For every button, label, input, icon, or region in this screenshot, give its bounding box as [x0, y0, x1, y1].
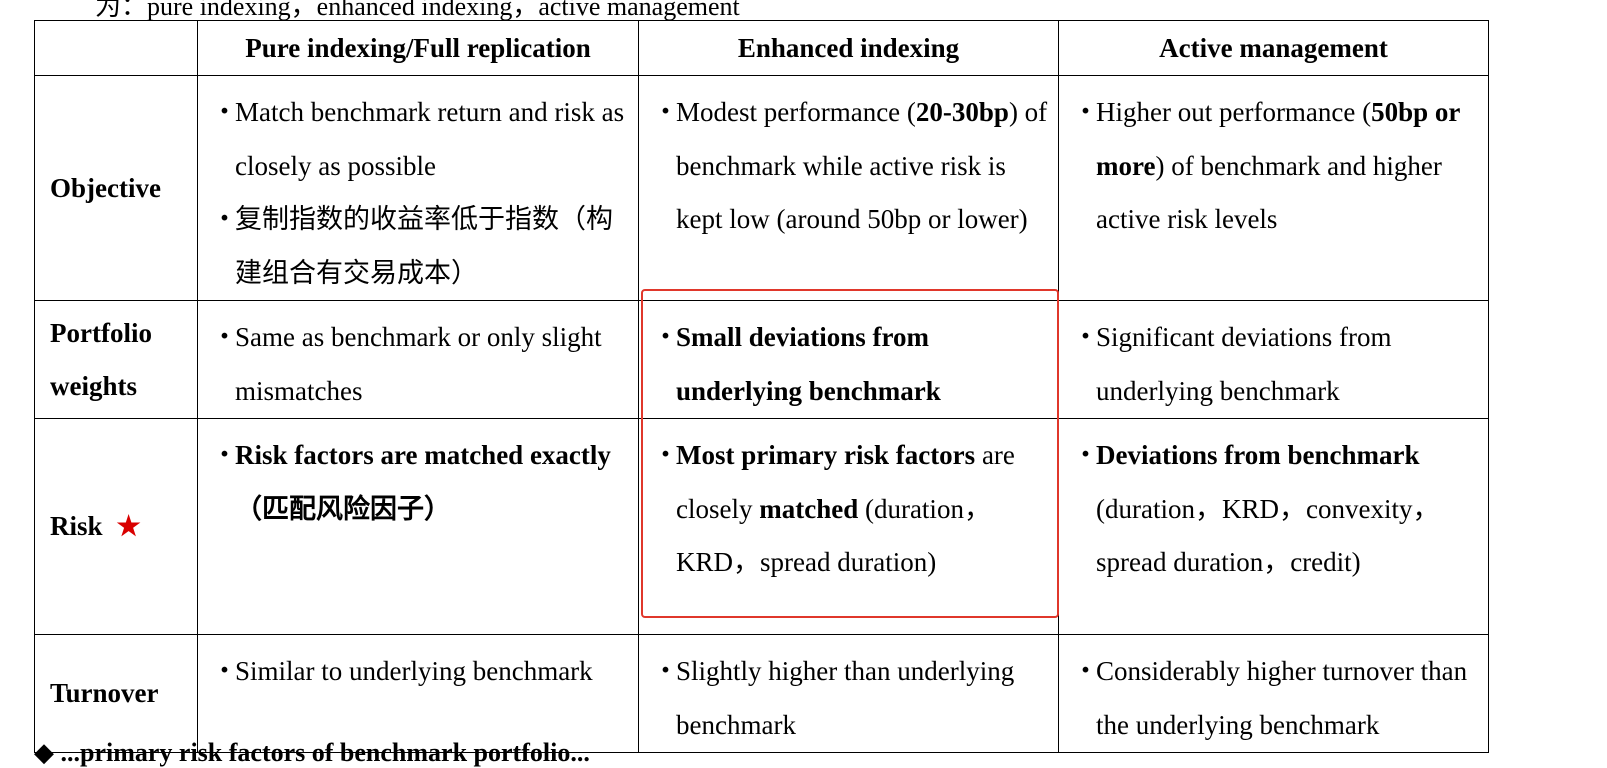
bullet-item: ・Considerably higher turnover than the u… — [1072, 645, 1488, 752]
text-run: Significant deviations from underlying b… — [1096, 322, 1392, 406]
cell-turnover-enhanced: ・Slightly higher than underlying benchma… — [638, 634, 1059, 753]
bullet-text: Modest performance (20-30bp) of benchmar… — [676, 86, 1058, 247]
text-run: Deviations from benchmark — [1096, 440, 1420, 470]
bullet-item: ・Significant deviations from underlying … — [1072, 311, 1488, 418]
row-objective: Objective ・Match benchmark return and ri… — [34, 75, 1489, 301]
bullet-dot: ・ — [652, 322, 679, 352]
bullet-item: ・Same as benchmark or only slight mismat… — [211, 311, 638, 418]
top-partial-text: 为：pure indexing，enhanced indexing，active… — [95, 0, 740, 21]
bullet-dot: ・ — [211, 97, 238, 127]
row-portfolio-weights: Portfolio weights ・Same as benchmark or … — [34, 300, 1489, 419]
text-run: Small deviations from underlying benchma… — [676, 322, 941, 406]
text-run: Slightly higher than underlying benchmar… — [676, 656, 1015, 740]
bullet-item: ・Deviations from benchmark (duration，KRD… — [1072, 429, 1488, 590]
bullet-item: ・Slightly higher than underlying benchma… — [652, 645, 1058, 752]
bullet-text: Considerably higher turnover than the un… — [1096, 645, 1488, 752]
cell-weights-active: ・Significant deviations from underlying … — [1058, 300, 1489, 419]
bullet-dot: ・ — [652, 656, 679, 686]
bullet-text: Slightly higher than underlying benchmar… — [676, 645, 1058, 752]
text-run: (duration，KRD，convexity，spread duration，… — [1096, 493, 1440, 578]
text-run: ) of benchmark and higher active risk le… — [1096, 150, 1442, 235]
bullet-item: ・Modest performance (20-30bp) of benchma… — [652, 86, 1058, 247]
header-pure-indexing: Pure indexing/Full replication — [197, 20, 639, 76]
bullet-item: ・Risk factors are matched exactly（匹配风险因子… — [211, 429, 638, 536]
text-run: are closely — [676, 440, 1015, 524]
bullet-dot: ・ — [1072, 656, 1099, 686]
bullet-text: Small deviations from underlying benchma… — [676, 311, 1058, 418]
row-label-portfolio-weights: Portfolio weights — [34, 300, 198, 419]
text-run: Same as benchmark or only slight mismatc… — [235, 322, 602, 406]
cell-objective-active: ・Higher out performance (50bp or more) o… — [1058, 75, 1489, 301]
cell-risk-pure: ・Risk factors are matched exactly（匹配风险因子… — [197, 418, 639, 635]
strategy-comparison-table: Pure indexing/Full replication Enhanced … — [34, 20, 1489, 753]
cell-objective-pure: ・Match benchmark return and risk as clos… — [197, 75, 639, 301]
bullet-text: Higher out performance (50bp or more) of… — [1096, 86, 1488, 247]
bullet-text: Most primary risk factors are closely ma… — [676, 429, 1058, 590]
bullet-item: ・复制指数的收益率低于指数（构建组合有交易成本） — [211, 193, 638, 300]
cell-risk-enhanced: ・Most primary risk factors are closely m… — [638, 418, 1059, 635]
bullet-dot: ・ — [1072, 322, 1099, 352]
bullet-dot: ・ — [652, 97, 679, 127]
text-run: Risk factors are matched exactly（匹配风险因子） — [235, 440, 611, 524]
text-run: 20-30bp — [915, 97, 1009, 127]
bullet-text: 复制指数的收益率低于指数（构建组合有交易成本） — [235, 193, 638, 300]
bullet-dot: ・ — [211, 204, 238, 234]
bullet-text: Match benchmark return and risk as close… — [235, 86, 638, 193]
row-label-objective: Objective — [34, 75, 198, 301]
bullet-text: Deviations from benchmark (duration，KRD，… — [1096, 429, 1488, 590]
bullet-text: Similar to underlying benchmark — [235, 645, 638, 699]
bullet-dot: ・ — [211, 656, 238, 686]
bullet-item: ・Most primary risk factors are closely m… — [652, 429, 1058, 590]
header-row: Pure indexing/Full replication Enhanced … — [34, 20, 1489, 76]
cell-turnover-active: ・Considerably higher turnover than the u… — [1058, 634, 1489, 753]
bottom-partial-text: ◆ ...primary risk factors of benchmark p… — [34, 738, 590, 767]
bullet-item: ・Similar to underlying benchmark — [211, 645, 638, 699]
bullet-dot: ・ — [652, 440, 679, 470]
row-label-text: Portfolio weights — [50, 317, 152, 401]
bullet-text: Significant deviations from underlying b… — [1096, 311, 1488, 418]
text-run: Most primary risk factors — [676, 440, 976, 470]
cell-weights-pure: ・Same as benchmark or only slight mismat… — [197, 300, 639, 419]
cell-weights-enhanced: ・Small deviations from underlying benchm… — [638, 300, 1059, 419]
cell-turnover-pure: ・Similar to underlying benchmark — [197, 634, 639, 753]
row-label-text: Turnover — [50, 678, 159, 708]
bullet-text: Same as benchmark or only slight mismatc… — [235, 311, 638, 418]
header-enhanced-indexing: Enhanced indexing — [638, 20, 1059, 76]
cell-objective-enhanced: ・Modest performance (20-30bp) of benchma… — [638, 75, 1059, 301]
row-label-risk: Risk ★ — [34, 418, 198, 635]
bullet-item: ・Higher out performance (50bp or more) o… — [1072, 86, 1488, 247]
row-label-text: Objective — [50, 172, 161, 203]
row-label-text: Risk — [50, 511, 103, 541]
bullet-text: Risk factors are matched exactly（匹配风险因子） — [235, 429, 638, 536]
star-icon: ★ — [116, 511, 141, 541]
text-run: Considerably higher turnover than the un… — [1096, 656, 1468, 740]
text-run: Higher out performance ( — [1096, 97, 1372, 127]
bullet-dot: ・ — [211, 440, 238, 470]
text-run: Match benchmark return and risk as close… — [235, 97, 625, 181]
text-run: Similar to underlying benchmark — [235, 656, 593, 686]
text-run: Modest performance ( — [676, 97, 916, 127]
header-active-management: Active management — [1058, 20, 1489, 76]
row-label-turnover: Turnover — [34, 634, 198, 753]
bullet-item: ・Small deviations from underlying benchm… — [652, 311, 1058, 418]
header-empty-cell — [34, 20, 198, 76]
cell-risk-active: ・Deviations from benchmark (duration，KRD… — [1058, 418, 1489, 635]
text-run: (duration，KRD，spread duration) — [676, 493, 991, 578]
bullet-dot: ・ — [1072, 97, 1099, 127]
bullet-dot: ・ — [1072, 440, 1099, 470]
text-run: 复制指数的收益率低于指数（构建组合有交易成本） — [235, 204, 613, 288]
text-run: ) of benchmark while active risk is kept… — [676, 97, 1048, 234]
bullet-item: ・Match benchmark return and risk as clos… — [211, 86, 638, 193]
bullet-dot: ・ — [211, 322, 238, 352]
row-risk: Risk★ ・Risk factors are matched exactly（… — [34, 418, 1489, 635]
text-run: matched — [759, 493, 859, 524]
text-run: 50bp or more — [1096, 97, 1460, 181]
row-turnover: Turnover ・Similar to underlying benchmar… — [34, 634, 1489, 753]
